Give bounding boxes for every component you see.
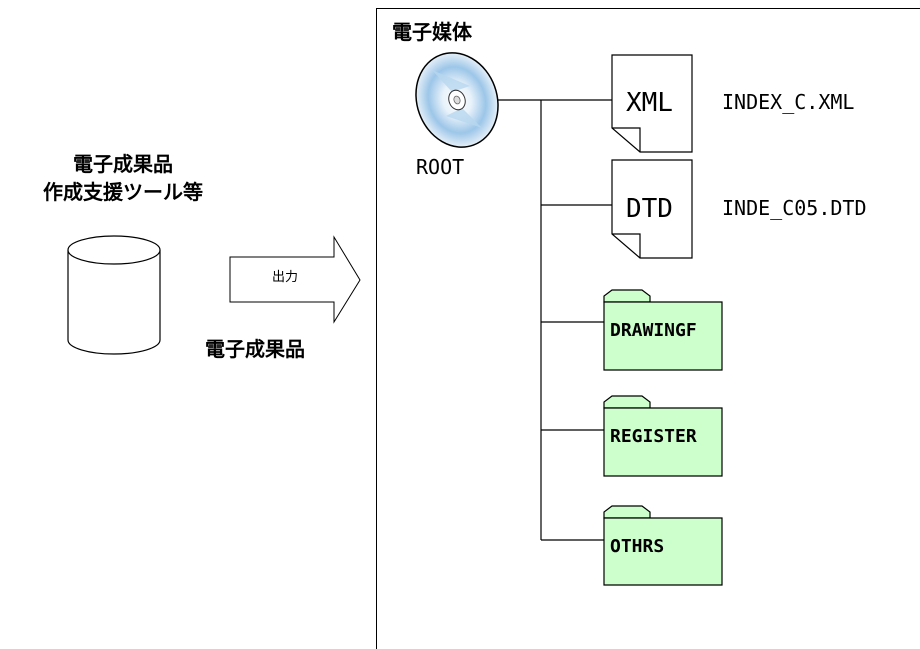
- tool-title: 電子成果品 作成支援ツール等: [8, 150, 238, 206]
- database-cylinder-icon: [67, 235, 161, 355]
- document-icon: [611, 54, 693, 153]
- folder-icon: [603, 289, 723, 371]
- product-label: 電子成果品: [205, 337, 305, 361]
- media-label: 電子媒体: [392, 20, 472, 44]
- folder-name-drawingf: DRAWINGF: [610, 320, 697, 341]
- right-arrow-icon: [229, 235, 361, 324]
- document-icon: [611, 159, 693, 259]
- file-name-dtd: INDE_C05.DTD: [722, 196, 867, 220]
- folder-name-register: REGISTER: [610, 426, 697, 447]
- tree-connectors: [497, 99, 612, 541]
- tool-title-line2: 作成支援ツール等: [43, 180, 203, 204]
- file-tag-xml: XML: [626, 88, 673, 118]
- file-tag-dtd: DTD: [626, 194, 673, 224]
- root-label: ROOT: [416, 155, 465, 179]
- diagram-canvas: [67, 52, 723, 586]
- media-panel: [376, 8, 920, 649]
- folder-icon: [603, 505, 723, 586]
- tool-title-line1: 電子成果品: [73, 152, 173, 176]
- output-arrow-label: 出力: [272, 270, 299, 285]
- file-name-xml: INDEX_C.XML: [722, 90, 855, 114]
- folder-icon: [603, 395, 723, 477]
- cd-disc-icon: [415, 52, 499, 148]
- folder-name-othrs: OTHRS: [610, 536, 665, 557]
